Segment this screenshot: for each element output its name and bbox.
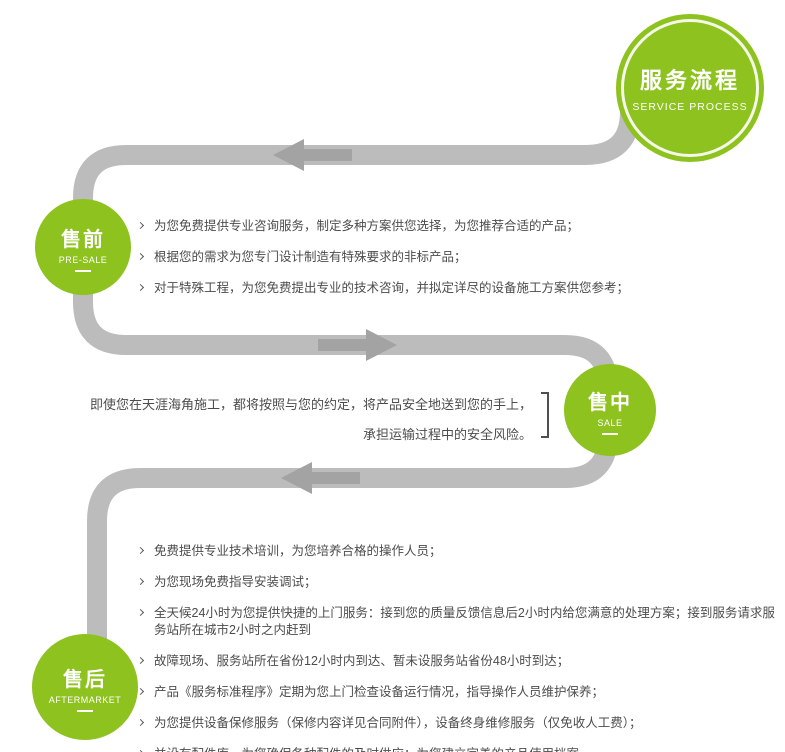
list-item: 免费提供专业技术培训，为您培养合格的操作人员； [136,543,778,560]
aftersale-item-list: 免费提供专业技术培训，为您培养合格的操作人员； 为您现场免费指导安装调试； 全天… [136,543,778,752]
banner-circle: 服务流程 SERVICE PROCESS [616,14,764,162]
item-text: 为您免费提供专业咨询服务，制定多种方案供您选择，为您推荐合适的产品； [154,219,580,233]
stage-title: 售前 [61,228,105,251]
chevron-icon [136,546,145,555]
item-text: 故障现场、服务站所在省份12小时内到达、暂未设服务站省份48小时到达； [154,654,570,668]
chevron-icon [136,718,145,727]
banner-subtitle: SERVICE PROCESS [632,101,748,113]
arrow-left-icon [273,139,352,171]
presale-item-list: 为您免费提供专业咨询服务，制定多种方案供您选择，为您推荐合适的产品； 根据您的需… [136,218,763,311]
list-item: 根据您的需求为您专门设计制造有特殊要求的非标产品； [136,249,763,266]
arrow-right-icon [318,329,397,361]
stage-title: 售中 [588,391,632,414]
list-item: 为您现场免费指导安装调试； [136,574,778,591]
chevron-icon [136,283,145,292]
list-item: 故障现场、服务站所在省份12小时内到达、暂未设服务站省份48小时到达； [136,653,778,670]
banner-inner-ring [621,19,759,157]
stage-subtitle: SALE [597,417,623,428]
item-text: 并设有配件库，为您确保各种配件的及时供应；为您建立完善的产品使用档案。 [154,746,592,752]
chevron-icon [136,656,145,665]
stage-circle-presale: 售前 PRE-SALE [35,199,131,295]
stage-circle-aftermarket: 售后 AFTERMARKET [32,634,138,740]
item-text: 为您现场免费指导安装调试； [154,575,317,589]
item-text: 根据您的需求为您专门设计制造有特殊要求的非标产品； [154,250,467,264]
item-text: 为您提供设备保修服务（保修内容详见合同附件），设备终身维修服务（仅免收人工费）； [154,716,642,730]
underline-dash [602,432,618,435]
chevron-icon [136,252,145,261]
list-item: 全天候24小时为您提供快捷的上门服务：接到您的质量反馈信息后2小时内给您满意的处… [136,605,778,639]
list-item: 并设有配件库，为您确保各种配件的及时供应；为您建立完善的产品使用档案。 [136,746,778,752]
sale-text-line: 承担运输过程中的安全风险。 [362,427,532,442]
chevron-icon [136,221,145,230]
stage-subtitle: AFTERMARKET [48,694,122,705]
list-item: 对于特殊工程，为您免费提出专业的技术咨询，并拟定详尽的设备施工方案供您参考； [136,280,763,297]
banner-title: 服务流程 [639,68,740,93]
bracket-icon [541,392,549,438]
chevron-icon [136,687,145,696]
stage-title: 售后 [63,668,107,691]
item-text: 全天候24小时为您提供快捷的上门服务：接到您的质量反馈信息后2小时内给您满意的处… [154,606,775,637]
chevron-icon [136,577,145,586]
arrow-left-icon [281,462,360,494]
chevron-icon [136,608,145,617]
list-item: 为您免费提供专业咨询服务，制定多种方案供您选择，为您推荐合适的产品； [136,218,763,235]
sale-text-line: 即使您在天涯海角施工，都将按照与您的约定，将产品安全地送到您的手上， [90,397,533,412]
item-text: 免费提供专业技术培训，为您培养合格的操作人员； [154,544,442,558]
item-text: 产品《服务标准程序》定期为您上门检查设备运行情况，指导操作人员维护保养； [154,685,605,699]
list-item: 产品《服务标准程序》定期为您上门检查设备运行情况，指导操作人员维护保养； [136,684,778,701]
stage-subtitle: PRE-SALE [58,254,108,265]
underline-dash [77,709,93,712]
stage-circle-sale: 售中 SALE [564,364,656,456]
underline-dash [75,269,91,272]
item-text: 对于特殊工程，为您免费提出专业的技术咨询，并拟定详尽的设备施工方案供您参考； [154,281,630,295]
sale-text-block: 即使您在天涯海角施工，都将按照与您的约定，将产品安全地送到您的手上， 承担运输过… [90,390,532,450]
list-item: 为您提供设备保修服务（保修内容详见合同附件），设备终身维修服务（仅免收人工费）； [136,715,778,732]
